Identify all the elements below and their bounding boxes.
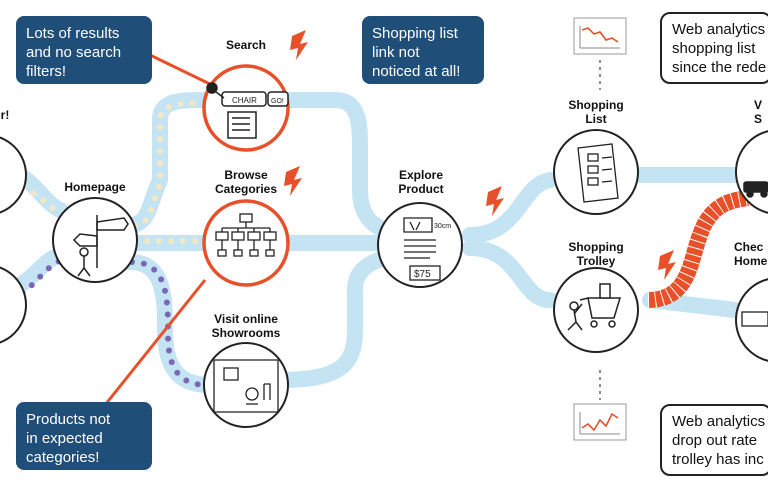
categories-issue-line-3: categories! [26,449,100,466]
analytics-bottom-note: Web analytics drop out rate trolley has … [660,404,768,476]
explore-label-line-1: Explore [398,168,443,182]
path-explore-list [462,172,558,243]
lightning-browse-icon [284,166,302,196]
trolley-sketch [567,283,622,331]
explore-label-line-2: Product [398,182,444,196]
right-top-label-line-1: V [754,98,763,112]
search-sketch [206,82,289,139]
homepage-circle [52,197,138,283]
left-cut-label: r! [0,108,10,122]
search-circle [202,64,290,152]
brick-pattern [647,190,750,308]
path-search-explore [282,92,393,238]
route-dots-dark [0,257,208,388]
analytics-top-line-3: since the rede [672,59,767,76]
categories-issue-callout: Products not in expected categories! [16,402,152,470]
signpost-icon [72,215,129,277]
lightning-explore-icon [486,186,504,216]
search-issue-line-3: filters! [26,63,67,80]
trolley-label: Shopping Trolley [556,240,636,268]
category-tree-icon [215,213,277,257]
categories-issue-line-1: Products not [26,411,111,428]
search-issue-line-1: Lots of results [26,25,120,42]
path-explore-trolley [462,240,558,308]
browse-label-line-1: Browse [224,168,268,182]
shopping-list-label-line-1: Shopping [568,98,624,112]
dimension-text: 30cm [434,223,451,230]
showrooms-circle [203,342,289,428]
shopping-list-issue-line-3: noticed at all! [372,63,461,80]
search-issue-line-2: and no search [26,44,122,61]
browse-circle [202,199,290,287]
analytics-top-note: Web analytics shopping list since the re… [660,12,768,84]
product-page-sketch [403,217,441,281]
browse-label-line-2: Categories [214,182,278,196]
search-query-text: CHAIR [232,96,257,105]
delivery-van-sketch [741,311,768,327]
search-label: Search [225,38,267,52]
checkout-label-line-2: Home [734,254,768,268]
analytics-bottom-line-3: trolley has inc [672,451,764,468]
path-showrooms-explore [272,250,393,388]
trolley-label-line-1: Shopping [568,240,624,254]
path-home-search [122,92,213,233]
explore-label: Explore Product [376,168,466,196]
trolley-label-line-2: Trolley [576,254,616,268]
showrooms-label: Visit online Showrooms [196,312,296,340]
left-cut-circle-bottom [0,266,27,344]
explore-circle [377,202,463,288]
analytics-top-line-1: Web analytics [672,21,766,38]
analytics-bottom-line-2: drop out rate [672,432,758,449]
lightning-search-icon [290,30,308,60]
analytics-top-line-2: shopping list [672,40,756,57]
checkout-label-line-1: Chec [734,240,764,254]
route-dots-light [0,100,213,244]
shopping-list-issue-callout: Shopping list link not noticed at all! [362,16,484,84]
right-top-label-line-2: S [754,112,763,126]
analytics-bottom-line-1: Web analytics [672,413,766,430]
search-callout-connector [149,53,213,87]
lightning-trolley-icon [658,250,676,280]
trolley-circle [553,267,639,353]
left-cut-circle-top [0,136,27,214]
browse-label: Browse Categories [200,168,292,196]
shopping-list-sketch [577,143,619,203]
homepage-label: Homepage [64,180,126,194]
shopping-list-issue-line-2: link not [372,44,420,61]
search-issue-callout: Lots of results and no search filters! [16,16,152,84]
analytics-chart-bottom-icon [573,403,627,441]
price-text: $75 [414,269,431,280]
showrooms-label-line-2: Showrooms [211,326,281,340]
categories-callout-connector [103,279,207,406]
shopping-list-issue-line-1: Shopping list [372,25,458,42]
shopping-list-label: Shopping List [556,98,636,126]
checkout-label: Chec Home [734,240,768,268]
showroom-sketch [213,359,279,413]
right-top-label: V S [754,98,768,126]
analytics-chart-top-icon [573,17,627,55]
showrooms-label-line-1: Visit online [214,312,278,326]
car-sketch [743,181,768,198]
search-go-text: GO! [271,98,284,105]
shopping-list-label-line-2: List [585,112,607,126]
categories-issue-line-2: in expected [26,430,103,447]
